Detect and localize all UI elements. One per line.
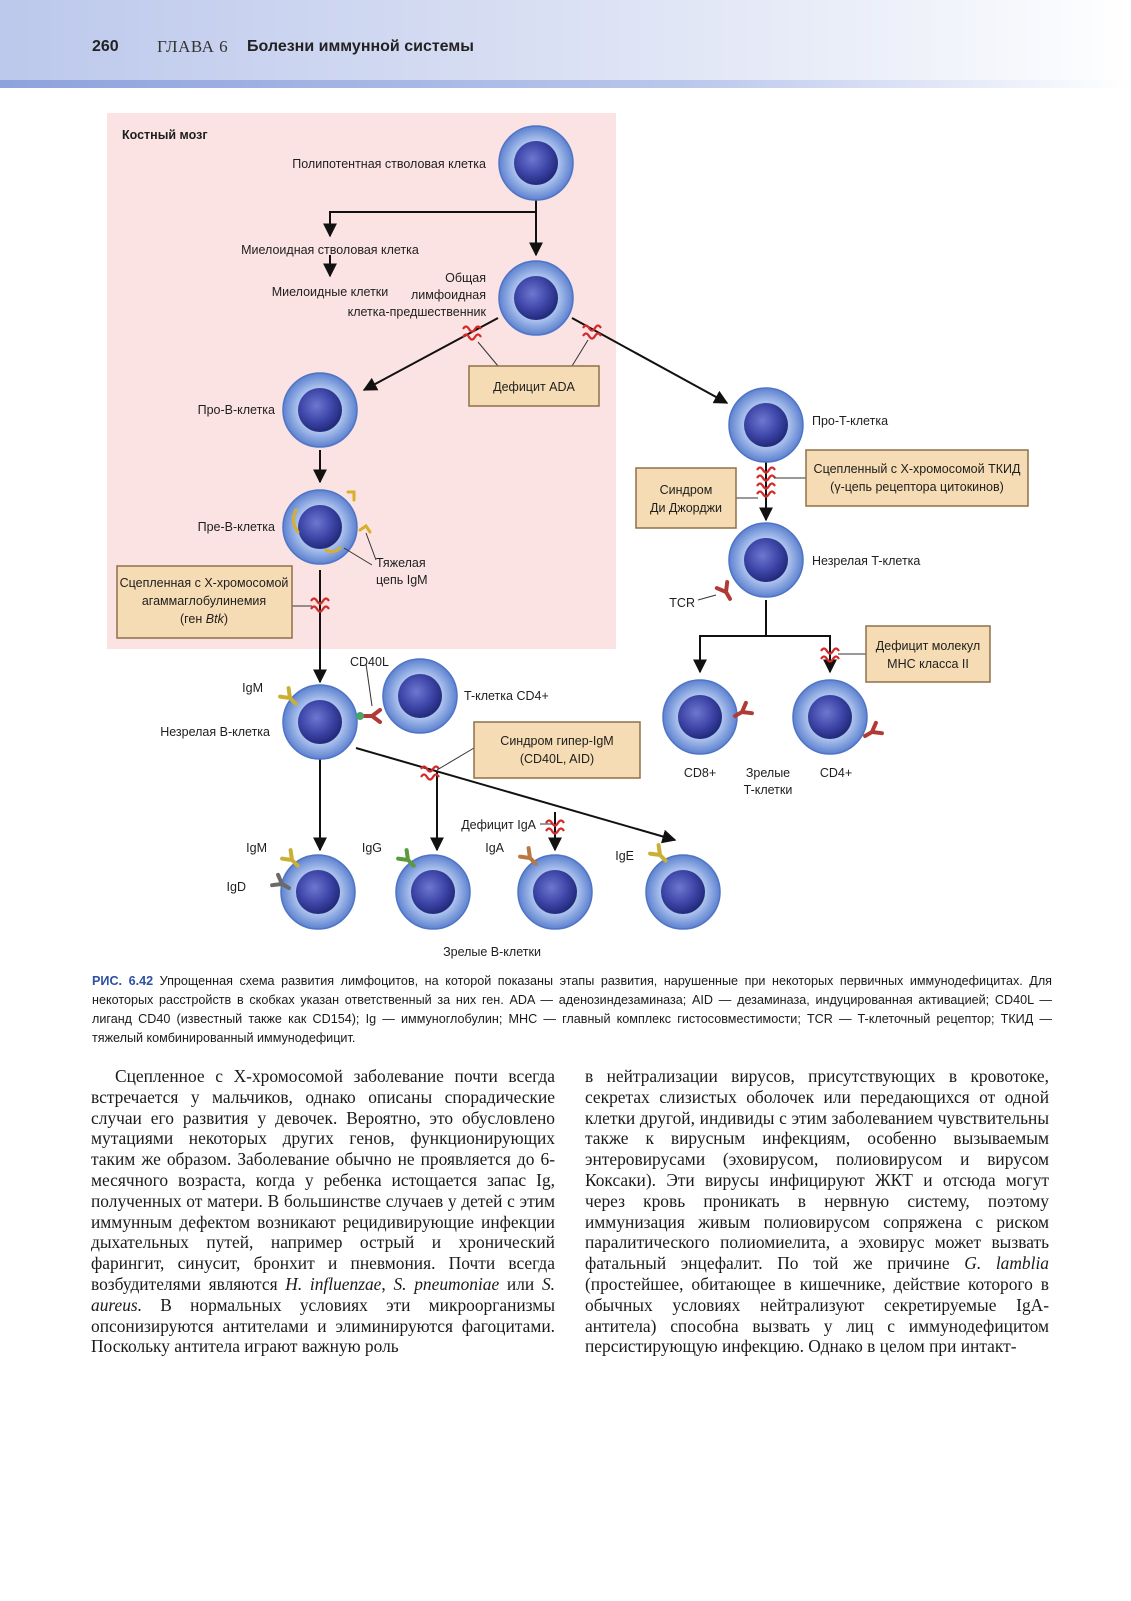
- label-mature-b-cells: Зрелые B-клетки: [443, 945, 541, 959]
- label-igg: IgG: [362, 841, 382, 855]
- caption-text: Упрощенная схема развития лимфоцитов, на…: [92, 974, 1052, 1045]
- body-text: Сцепленное с X-хромосомой заболевание по…: [91, 1066, 555, 1294]
- hyper-igm-box: Синдром гипер-IgM (CD40L, AID): [473, 721, 641, 779]
- label-heavy-chain-1: Тяжелая: [376, 556, 426, 570]
- mhc-line2: MHC класса II: [887, 657, 969, 671]
- lymphoid-progenitor-cell: [498, 260, 574, 336]
- label-iga: IgA: [485, 841, 504, 855]
- lymphocyte-development-figure: Костный мозг: [107, 113, 1029, 959]
- xla-line2: агаммаглобулинемия: [142, 594, 266, 608]
- xla-line3: (ген Btk): [180, 612, 228, 626]
- label-tcr: TCR: [669, 596, 695, 610]
- label-lymphoid-3: клетка-предшественник: [348, 305, 487, 319]
- label-cd4-helper: T-клетка CD4+: [464, 689, 549, 703]
- mhc-ii-deficiency-box: Дефицит молекул MHC класса II: [865, 625, 991, 683]
- ada-deficiency-box: Дефицит ADA: [468, 365, 600, 407]
- tcr-receptor-icon: [714, 580, 738, 604]
- label-mature-t-2: T-клетки: [744, 783, 793, 797]
- body-column-right: в нейтрализации вирусов, присутствующих …: [585, 1066, 1049, 1357]
- higm-line2: (CD40L, AID): [520, 752, 594, 766]
- label-cd40l: CD40L: [350, 655, 389, 669]
- xla-line1: Сцепленная с X-хромосомой: [120, 576, 289, 590]
- higm-line1: Синдром гипер-IgM: [500, 734, 613, 748]
- heavy-chain-igm-icon: [291, 490, 372, 554]
- species-name: H. influenzae: [285, 1273, 382, 1294]
- immature-b-cell: [282, 684, 358, 760]
- mature-b-cell-iga: [517, 854, 593, 930]
- chapter-label: ГЛАВА 6: [157, 37, 229, 56]
- label-myeloid-cells: Миелоидные клетки: [272, 285, 389, 299]
- chapter-title: Болезни иммунной системы: [247, 38, 474, 55]
- label-cd8: CD8+: [684, 766, 716, 780]
- label-lymphoid-2: лимфоидная: [411, 288, 486, 302]
- xscid-line2: (γ-цепь рецептора цитокинов): [830, 480, 1004, 494]
- pro-t-cell: [728, 387, 804, 463]
- label-igd: IgD: [227, 880, 246, 894]
- header-rule: [0, 80, 1131, 88]
- body-text: в нейтрализации вирусов, присутствующих …: [585, 1066, 1049, 1274]
- species-name: S. aureus.: [91, 1273, 555, 1315]
- label-iga-deficiency: Дефицит IgA: [461, 818, 536, 832]
- digeorge-box: Синдром Ди Джорджи: [635, 467, 737, 529]
- digeorge-line2: Ди Джорджи: [650, 501, 722, 515]
- species-name: S. pneumoniae: [393, 1273, 500, 1294]
- body-text: В нормальных условиях эти микроорганизмы…: [91, 1294, 555, 1357]
- body-paragraph-right: в нейтрализации вирусов, присутствующих …: [585, 1066, 1049, 1357]
- header-band: [0, 0, 1131, 84]
- cd40l-receptor-icon: [362, 708, 382, 724]
- label-pluripotent-stem-cell: Полипотентная стволовая клетка: [292, 157, 486, 171]
- caption-label: РИС. 6.42: [92, 974, 154, 988]
- pro-b-cell: [282, 372, 358, 448]
- cd4-helper-t-cell: [382, 658, 458, 734]
- label-heavy-chain-2: цепь IgM: [376, 573, 428, 587]
- label-cd4: CD4+: [820, 766, 852, 780]
- xla-box: Сцепленная с X-хромосомой агаммаглобулин…: [116, 565, 293, 639]
- digeorge-line1: Синдром: [660, 483, 713, 497]
- label-pro-b-cell: Про-B-клетка: [198, 403, 275, 417]
- body-text: (простейшее, обитающее в кишечнике, дейс…: [585, 1273, 1049, 1357]
- label-lymphoid-1: Общая: [445, 271, 486, 285]
- mhc-line1: Дефицит молекул: [876, 639, 980, 653]
- leader-lines: [292, 339, 866, 825]
- page-number: 260: [92, 38, 119, 55]
- xscid-box: Сцепленный с X-хромосомой ТКИД (γ-цепь р…: [805, 449, 1029, 507]
- ige-receptor-icon: [650, 845, 670, 865]
- xscid-line1: Сцепленный с X-хромосомой ТКИД: [814, 462, 1021, 476]
- species-name: G. lamblia: [964, 1253, 1049, 1274]
- cd8-t-cell: [662, 679, 738, 755]
- mature-b-cell-igg: [395, 854, 471, 930]
- immature-t-cell: [728, 522, 804, 598]
- ada-deficiency-label: Дефицит ADA: [493, 380, 575, 394]
- label-immature-b-cell: Незрелая B-клетка: [160, 725, 270, 739]
- figure-caption: РИС. 6.42 Упрощенная схема развития лимф…: [92, 972, 1052, 1048]
- label-pre-b-cell: Пре-B-клетка: [198, 520, 275, 534]
- cd4-t-cell: [792, 679, 868, 755]
- label-mature-t-1: Зрелые: [746, 766, 790, 780]
- label-igm-immature: IgM: [242, 681, 263, 695]
- cd40-icon: [356, 712, 364, 720]
- body-column-left: Сцепленное с X-хромосомой заболевание по…: [91, 1066, 555, 1357]
- bone-marrow-label: Костный мозг: [122, 128, 208, 142]
- lineage-arrows: [313, 180, 837, 852]
- pluripotent-stem-cell: [498, 125, 574, 201]
- label-immature-t-cell: Незрелая T-клетка: [812, 554, 920, 568]
- label-pro-t-cell: Про-T-клетка: [812, 414, 888, 428]
- body-text: ,: [381, 1273, 394, 1294]
- label-ige: IgE: [615, 849, 634, 863]
- label-igm-mature: IgM: [246, 841, 267, 855]
- body-text: или: [499, 1273, 542, 1294]
- mature-b-cell-ige: [645, 854, 721, 930]
- label-myeloid-stem-cell: Миелоидная стволовая клетка: [241, 243, 419, 257]
- mature-b-cell-igm-igd: [280, 854, 356, 930]
- body-paragraph-left: Сцепленное с X-хромосомой заболевание по…: [91, 1066, 555, 1357]
